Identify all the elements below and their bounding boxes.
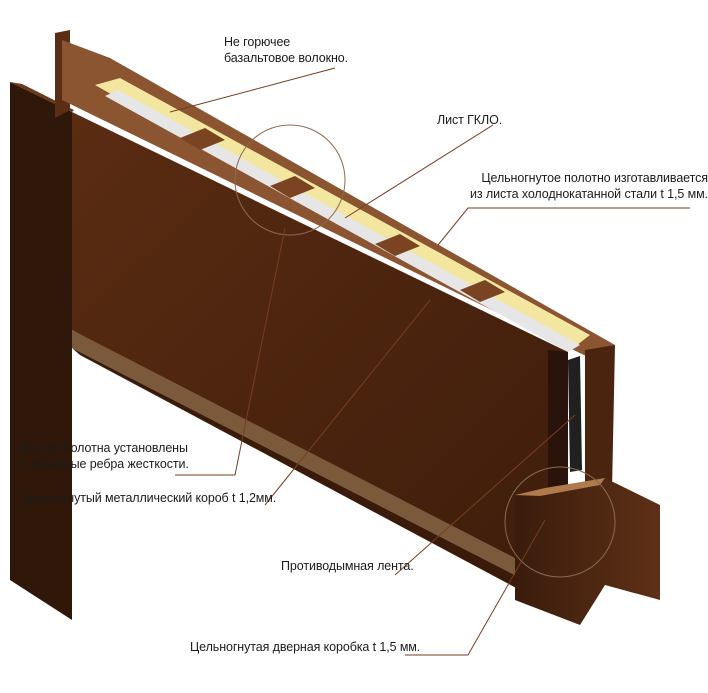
door-leaf-panel bbox=[72, 112, 568, 590]
detail-circle-top bbox=[234, 124, 346, 236]
smoke-seal-strip bbox=[568, 356, 582, 472]
label-smoke-seal: Противодымная лента. bbox=[281, 559, 414, 573]
right-frame-upper bbox=[585, 345, 615, 495]
gklo-sheet bbox=[105, 90, 580, 352]
metal-box-bottom bbox=[72, 330, 548, 592]
right-frame-top bbox=[515, 478, 605, 496]
right-frame-lower bbox=[515, 478, 660, 625]
metal-box-lower-edge bbox=[72, 348, 548, 592]
left-frame-back bbox=[10, 82, 72, 620]
label-stiffening-ribs: Внутри полотна установлены Г-образные ре… bbox=[20, 441, 189, 471]
label-gklo-sheet: Лист ГКЛО. bbox=[437, 113, 503, 127]
label-door-frame: Цельногнутая дверная коробка t 1,5 мм. bbox=[190, 640, 421, 654]
label-steel-sheet: Цельногнутое полотно изготавливается из … bbox=[470, 171, 708, 201]
label-basalt-fiber: Не горючее базальтовое волокно. bbox=[224, 35, 348, 65]
detail-circle-bottom bbox=[504, 466, 616, 578]
leader-lines bbox=[169, 67, 690, 656]
label-metal-box: Цельногнутый металлический короб t 1,2мм… bbox=[20, 491, 277, 505]
stiffening-ribs bbox=[180, 128, 505, 302]
